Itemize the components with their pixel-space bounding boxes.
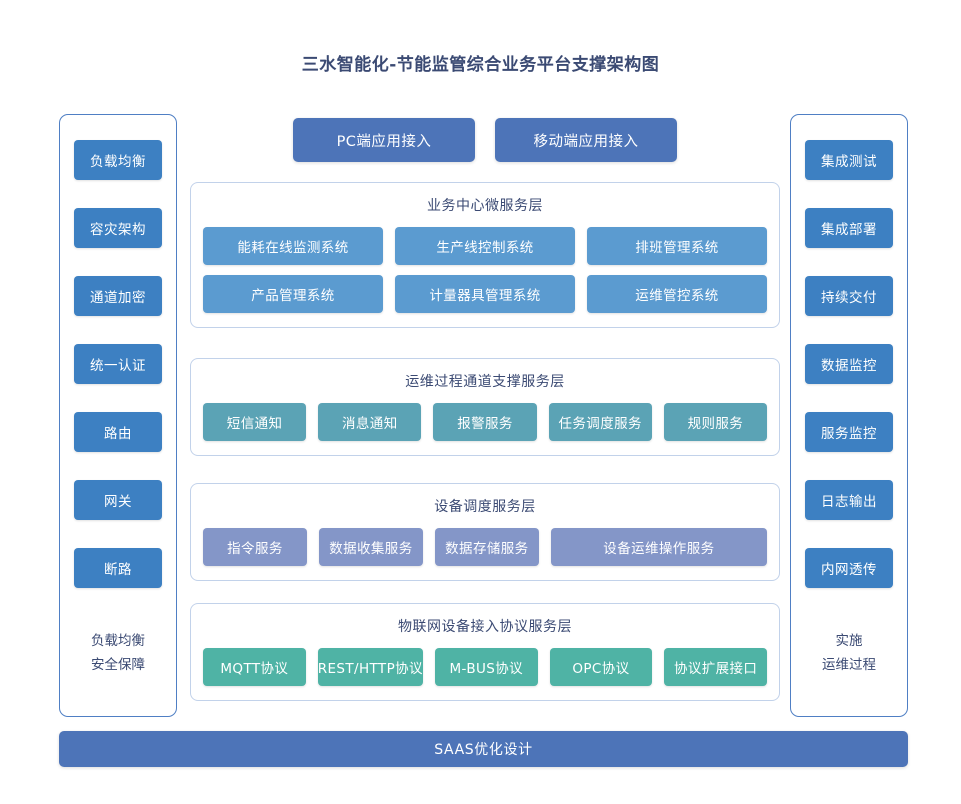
- node-ops-0-4[interactable]: 规则服务: [663, 403, 768, 441]
- layer-title-ops: 运维过程通道支撑服务层: [405, 374, 565, 390]
- side-left-caption-line1: 负载均衡: [91, 633, 145, 649]
- node-device-0-1[interactable]: 数据收集服务: [318, 528, 423, 566]
- node-business-0-2[interactable]: 排班管理系统: [587, 227, 767, 265]
- layer-row: 指令服务数据收集服务数据存储服务设备运维操作服务: [203, 528, 767, 566]
- layer-iot-protocol-access: 物联网设备接入协议服务层 MQTT协议 REST/HTTP协议 M-BUS协议 OPC协…: [190, 603, 780, 701]
- node-iot-0-0[interactable]: MQTT协议: [203, 648, 306, 686]
- layer-ops-channel-support: 运维过程通道支撑服务层短信通知消息通知报警服务任务调度服务规则服务: [190, 358, 780, 456]
- side-right-button-4[interactable]: 服务监控: [805, 412, 893, 452]
- side-left-button-6[interactable]: 断路: [74, 548, 162, 588]
- node-business-0-0[interactable]: 能耗在线监测系统: [203, 227, 383, 265]
- node-iot-0-2[interactable]: M-BUS协议: [434, 648, 538, 686]
- layer-title-device: 设备调度服务层: [434, 499, 536, 515]
- node-business-1-1[interactable]: 计量器具管理系统: [395, 275, 575, 313]
- node-iot-0-1[interactable]: REST/HTTP协议: [317, 648, 423, 686]
- side-right-button-3[interactable]: 数据监控: [805, 344, 893, 384]
- layer-row: 能耗在线监测系统生产线控制系统排班管理系统: [203, 227, 767, 265]
- side-right-button-0[interactable]: 集成测试: [805, 140, 893, 180]
- node-ops-0-1[interactable]: 消息通知: [318, 403, 422, 441]
- side-left-caption-line2: 安全保障: [91, 656, 145, 673]
- page-title: 三水智能化-节能监管综合业务平台支撑架构图: [301, 55, 660, 75]
- access-button-1[interactable]: 移动端应用接入: [495, 118, 677, 162]
- node-device-0-2[interactable]: 数据存储服务: [434, 528, 539, 566]
- node-device-0-3[interactable]: 设备运维操作服务: [550, 528, 767, 566]
- node-device-0-0[interactable]: 指令服务: [203, 528, 307, 566]
- side-right-button-6[interactable]: 内网透传: [805, 548, 893, 588]
- saas-optimization-bar[interactable]: SAAS优化设计: [59, 731, 908, 767]
- side-left-button-1[interactable]: 容灾架构: [74, 208, 162, 248]
- side-left-button-0[interactable]: 负载均衡: [74, 140, 162, 180]
- side-right-button-5[interactable]: 日志输出: [805, 480, 893, 520]
- layer-device-scheduling: 设备调度服务层指令服务数据收集服务数据存储服务设备运维操作服务: [190, 483, 780, 581]
- side-left-caption: 负载均衡安全保障: [91, 630, 145, 677]
- side-right-button-2[interactable]: 持续交付: [805, 276, 893, 316]
- node-ops-0-3[interactable]: 任务调度服务: [548, 403, 652, 441]
- application-access-row: PC端应用接入移动端应用接入: [190, 118, 780, 162]
- layer-row: MQTT协议 REST/HTTP协议 M-BUS协议 OPC协议协议扩展接口: [203, 648, 767, 686]
- layer-business-microservice: 业务中心微服务层能耗在线监测系统生产线控制系统排班管理系统产品管理系统计量器具管…: [190, 182, 780, 328]
- side-right-caption-line2: 运维过程: [822, 656, 876, 673]
- layer-title-iot: 物联网设备接入协议服务层: [398, 619, 572, 635]
- layer-row: 产品管理系统计量器具管理系统运维管控系统: [203, 275, 767, 313]
- side-right-caption-line1: 实施: [835, 633, 863, 649]
- node-business-1-2[interactable]: 运维管控系统: [587, 275, 767, 313]
- node-ops-0-2[interactable]: 报警服务: [433, 403, 537, 441]
- layer-row: 短信通知消息通知报警服务任务调度服务规则服务: [203, 403, 768, 441]
- right-support-column: 集成测试集成部署持续交付数据监控服务监控日志输出内网透传实施运维过程: [790, 114, 908, 717]
- side-left-button-3[interactable]: 统一认证: [74, 344, 162, 384]
- side-right-button-1[interactable]: 集成部署: [805, 208, 893, 248]
- node-iot-0-3[interactable]: OPC协议: [549, 648, 653, 686]
- side-right-caption: 实施运维过程: [822, 630, 876, 677]
- node-business-1-0[interactable]: 产品管理系统: [203, 275, 383, 313]
- side-left-button-4[interactable]: 路由: [74, 412, 162, 452]
- node-business-0-1[interactable]: 生产线控制系统: [395, 227, 575, 265]
- access-button-0[interactable]: PC端应用接入: [293, 118, 475, 162]
- node-iot-0-4[interactable]: 协议扩展接口: [664, 648, 767, 686]
- left-support-column: 负载均衡容灾架构通道加密统一认证路由网关断路负载均衡安全保障: [59, 114, 177, 717]
- layer-title-business: 业务中心微服务层: [427, 198, 543, 214]
- side-left-button-5[interactable]: 网关: [74, 480, 162, 520]
- node-ops-0-0[interactable]: 短信通知: [203, 403, 307, 441]
- side-left-button-2[interactable]: 通道加密: [74, 276, 162, 316]
